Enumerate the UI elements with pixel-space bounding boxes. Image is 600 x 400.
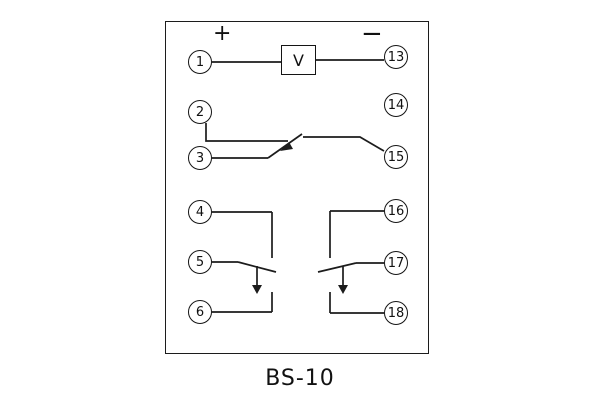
contact-arrowhead-mid (280, 142, 293, 151)
terminal-18: 18 (384, 301, 408, 325)
terminal-4: 4 (188, 200, 212, 224)
wire-terminal2-fixed-contact (205, 123, 288, 142)
model-caption: BS-10 (265, 366, 335, 391)
terminal-15: 15 (384, 145, 408, 169)
terminal-14: 14 (384, 93, 408, 117)
terminal-17: 17 (384, 251, 408, 275)
diagram-frame (165, 21, 429, 354)
voltmeter-label: V (293, 50, 304, 70)
terminal-5: 5 (188, 250, 212, 274)
contact-2-3-15 (205, 123, 385, 159)
voltmeter-symbol: V (281, 45, 316, 75)
terminal-2: 2 (188, 100, 212, 124)
terminal-1: 1 (188, 50, 212, 74)
terminal-16: 16 (384, 199, 408, 223)
plus-polarity-label: + (213, 21, 232, 46)
minus-polarity-label: − (361, 19, 383, 49)
actuation-arrowhead-left (252, 285, 262, 294)
wire-power-row (212, 59, 384, 63)
terminal-6: 6 (188, 300, 212, 324)
terminal-3: 3 (188, 146, 212, 170)
contact-blade-17 (317, 262, 357, 273)
terminal-13: 13 (384, 45, 408, 69)
wire-to-terminal15 (303, 136, 385, 152)
actuation-arrowhead-right (338, 285, 348, 294)
contact-16-17-18 (317, 210, 384, 314)
contact-4-5-6 (212, 211, 277, 313)
